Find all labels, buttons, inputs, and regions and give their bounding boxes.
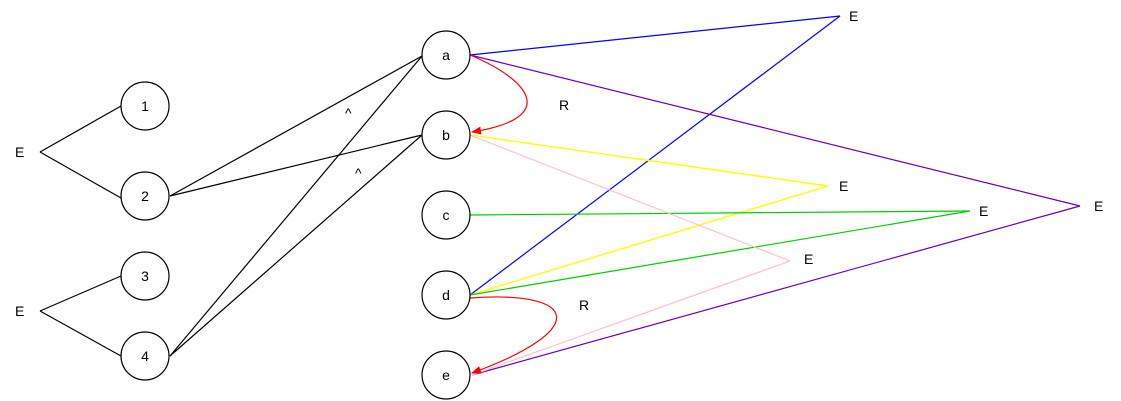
node-1-label: 1 [141,98,149,114]
green-edges [469,210,971,296]
pink-edges [469,134,791,376]
label-caret-a: ^ [345,105,352,121]
edge-b-e-yellow [469,134,829,187]
label-e-pink: E [804,251,813,267]
edge-e-to-1 [39,105,122,153]
edge-e-to-3 [39,275,122,312]
arrow-r-d-to-e [469,296,558,374]
label-e-purple: E [1094,198,1103,214]
node-d-label: d [442,287,450,303]
yellow-edges [469,134,829,296]
label-e-green: E [979,203,988,219]
node-3-label: 3 [141,268,149,284]
edge-4-b [169,134,423,357]
blue-edges [469,15,841,296]
node-b: b [421,110,471,160]
edge-a-e-purple [469,54,1081,207]
node-c-label: c [443,207,450,223]
node-2: 2 [120,171,170,221]
label-e-yellow: E [839,178,848,194]
edge-e-e-purple [471,205,1081,376]
node-4-label: 4 [141,348,149,364]
label-r-top: R [559,97,569,113]
node-d: d [421,270,471,320]
node-4: 4 [120,331,170,381]
label-left-e-top: E [15,144,24,160]
node-b-label: b [442,127,450,143]
edge-e-e-pink [471,260,791,376]
arrow-r-a-to-b [469,54,528,135]
purple-edges [469,54,1081,376]
edge-e-to-2 [39,151,122,199]
edge-4-a [169,55,423,357]
label-r-bottom: R [579,297,589,313]
node-a: a [421,30,471,80]
edge-a-e-blue [469,15,841,56]
edge-2-b [169,134,423,197]
edge-d-e-blue [469,15,841,296]
node-1: 1 [120,81,170,131]
left-bracket-top [39,105,122,199]
node-e-label: e [442,367,450,383]
node-c: c [421,190,471,240]
edge-d-e-green [469,210,971,296]
edge-c-e-green [469,210,971,216]
edge-2-a [169,55,423,197]
label-e-blue: E [849,8,858,24]
edge-d-e-yellow [469,185,829,296]
black-edges [169,55,423,357]
edge-b-e-pink [469,134,791,262]
node-e: e [421,350,471,400]
left-bracket-bottom [39,275,122,357]
label-left-e-bottom: E [15,303,24,319]
node-a-label: a [442,47,450,63]
label-caret-b: ^ [355,165,362,181]
node-3: 3 [120,251,170,301]
node-2-label: 2 [141,188,149,204]
edge-e-to-4 [39,310,122,357]
